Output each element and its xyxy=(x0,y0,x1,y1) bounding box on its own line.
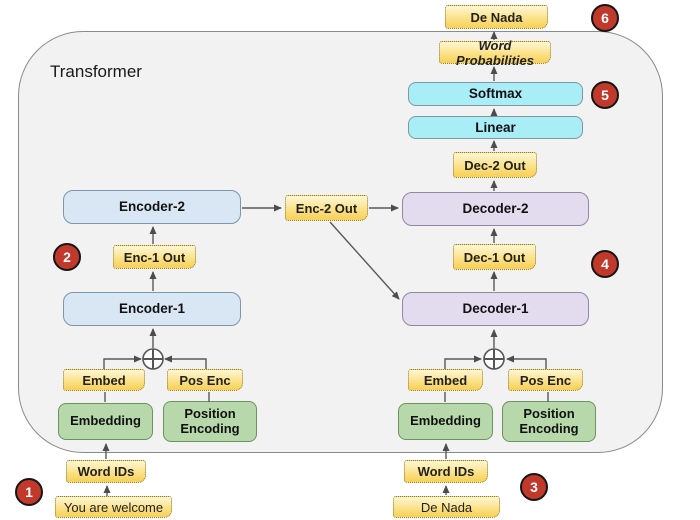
diagram-title: Transformer xyxy=(50,62,142,81)
decoder-word-ids-tag: Word IDs xyxy=(404,460,488,483)
step-badge-5: 5 xyxy=(591,81,619,109)
dec-1-out-tag: Dec-1 Out xyxy=(453,244,536,270)
encoder-2-box: Encoder-2 xyxy=(63,190,241,224)
softmax-box: Softmax xyxy=(408,82,583,106)
dec-2-out-tag: Dec-2 Out xyxy=(453,152,537,178)
encoder-embed-tag: Embed xyxy=(63,369,145,391)
decoder-1-box: Decoder-1 xyxy=(402,292,589,326)
step-badge-2: 2 xyxy=(53,243,81,271)
decoder-position-encoding-box: Position Encoding xyxy=(502,401,596,442)
decoder-2-box: Decoder-2 xyxy=(402,192,589,226)
encoder-1-box: Encoder-1 xyxy=(63,292,241,326)
linear-box: Linear xyxy=(408,116,583,139)
output-word-tag: De Nada xyxy=(445,5,548,29)
enc-1-out-tag: Enc-1 Out xyxy=(113,245,196,269)
encoder-word-ids-tag: Word IDs xyxy=(66,460,146,483)
decoder-embedding-box: Embedding xyxy=(398,403,493,440)
enc-2-out-tag: Enc-2 Out xyxy=(285,195,368,221)
encoder-pos-enc-tag: Pos Enc xyxy=(167,369,243,391)
decoder-pos-enc-tag: Pos Enc xyxy=(508,369,583,391)
step-badge-3: 3 xyxy=(520,473,548,501)
step-badge-1: 1 xyxy=(15,478,43,506)
encoder-input-sentence-tag: You are welcome xyxy=(55,496,172,518)
decoder-input-sentence-tag: De Nada xyxy=(393,496,500,518)
step-badge-6: 6 xyxy=(591,4,619,32)
decoder-embed-tag: Embed xyxy=(408,369,483,391)
encoder-position-encoding-box: Position Encoding xyxy=(163,401,257,442)
encoder-embedding-box: Embedding xyxy=(58,403,153,440)
word-probabilities-tag: Word Probabilities xyxy=(439,38,551,68)
step-badge-4: 4 xyxy=(591,250,619,278)
